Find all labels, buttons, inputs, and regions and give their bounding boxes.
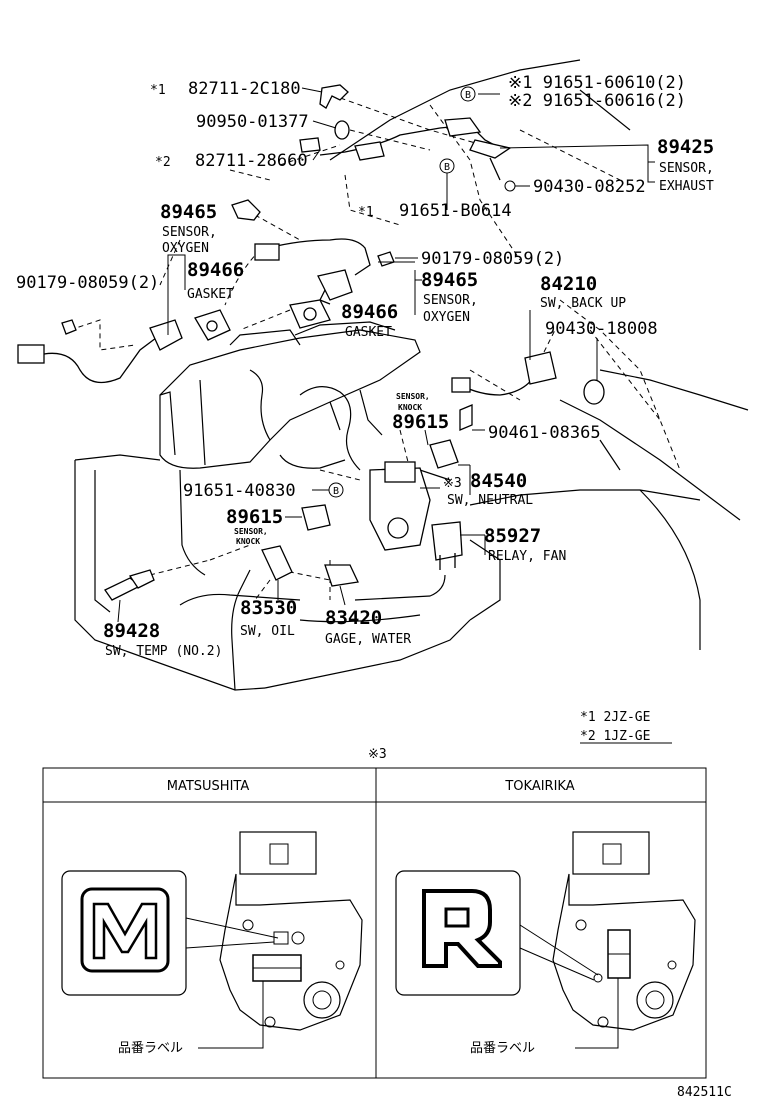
part-desc-89466-right: GASKET [345,325,392,340]
part-desc-89466-left: GASKET [187,287,234,302]
part-label-91651-b0614: 91651-B0614 [399,201,512,221]
tokairika-switch [519,831,696,1031]
part-label-90179-08059-left: 90179-08059(2) [16,273,159,293]
bolt-mark-2: B [444,162,450,173]
part-desc-85927: RELAY, FAN [488,549,566,564]
solid-leaders [117,87,655,623]
part-label-p1-mark: *1 [150,83,166,98]
part-label-p7-mark: *1 [358,205,374,220]
detail-title-tokairika: TOKAIRIKA [504,779,574,794]
legend-line-1: *1 2JZ-GE [580,710,650,725]
part-desc-84210: SW, BACK UP [540,296,626,311]
dashed-leaders [69,94,681,601]
part-label-91651-40830: 91651-40830 [183,481,296,501]
part-label-89465-upper: 89465 [160,201,217,223]
figure-id: 842511C [677,1085,732,1100]
part-label-90461-08365: 90461-08365 [488,423,601,443]
bolt-marks: B B B [328,86,516,498]
matsushita-logo [61,870,187,996]
part-desc-89615-right-2: KNOCK [398,403,422,412]
part-label-90430-18008: 90430-18008 [545,319,658,339]
part-desc-89465-upper-1: SENSOR, [162,225,217,240]
part-label-90179-08059-right: 90179-08059(2) [421,249,564,269]
part-desc-83420: GAGE, WATER [325,632,411,647]
part-label-82711-28660: 82711-28660 [195,151,308,171]
part-desc-89425-2: EXHAUST [659,179,714,194]
engine-outline [74,59,749,691]
part-label-83420: 83420 [325,607,382,629]
part-label-84210: 84210 [540,273,597,295]
matsushita-switch [185,831,363,1031]
part-label-84540: 84540 [470,470,527,492]
part-label-89425: 89425 [657,136,714,158]
part-label-85927: 85927 [484,525,541,547]
bolt-mark-3: B [333,486,339,497]
bolt-mark-1: B [465,90,471,101]
label-note-right: 品番ラベル [470,1041,535,1056]
part-desc-89465-lower-1: SENSOR, [423,293,478,308]
part-desc-89615-right-1: SENSOR, [396,392,430,401]
part-labels: *1 82711-2C180 90950-01377 *2 82711-2866… [16,73,714,659]
part-desc-83530: SW, OIL [240,624,295,639]
part-label-91651-60610: ※1 91651-60610(2) [508,73,686,93]
detail-mark: ※3 [368,747,387,762]
detail-title-matsushita: MATSUSHITA [167,779,250,794]
part-label-89465-lower: 89465 [421,269,478,291]
part-desc-89615-left-2: KNOCK [236,537,260,546]
part-label-p18-mark: ※3 [443,476,462,491]
part-label-89466-left: 89466 [187,259,244,281]
part-label-91651-60616: ※2 91651-60616(2) [508,91,686,111]
part-desc-89425-1: SENSOR, [659,161,714,176]
part-label-89615-right: 89615 [392,411,449,433]
part-label-89466-right: 89466 [341,301,398,323]
part-desc-89465-upper-2: OXYGEN [162,241,209,256]
part-label-p3-mark: *2 [155,155,171,170]
part-desc-89428: SW, TEMP (NO.2) [105,644,222,659]
label-note-left: 品番ラベル [118,1041,183,1056]
part-desc-89615-left-1: SENSOR, [234,527,268,536]
model-legend: *1 2JZ-GE *2 1JZ-GE [580,710,672,744]
tokairika-logo [395,870,521,996]
part-shapes [17,84,605,601]
part-label-83530: 83530 [240,597,297,619]
part-desc-89465-lower-2: OXYGEN [423,310,470,325]
part-desc-84540: SW, NEUTRAL [447,493,533,508]
part-label-90950-01377: 90950-01377 [196,112,309,132]
part-label-89428: 89428 [103,620,160,642]
part-label-89615-left: 89615 [226,506,283,528]
part-label-82711-2c180: 82711-2C180 [188,79,301,99]
part-label-90430-08252: 90430-08252 [533,177,646,197]
detail-box: ※3 MATSUSHITA TOKAIRIKA 品 [42,747,707,1079]
legend-line-2: *2 1JZ-GE [580,729,650,744]
